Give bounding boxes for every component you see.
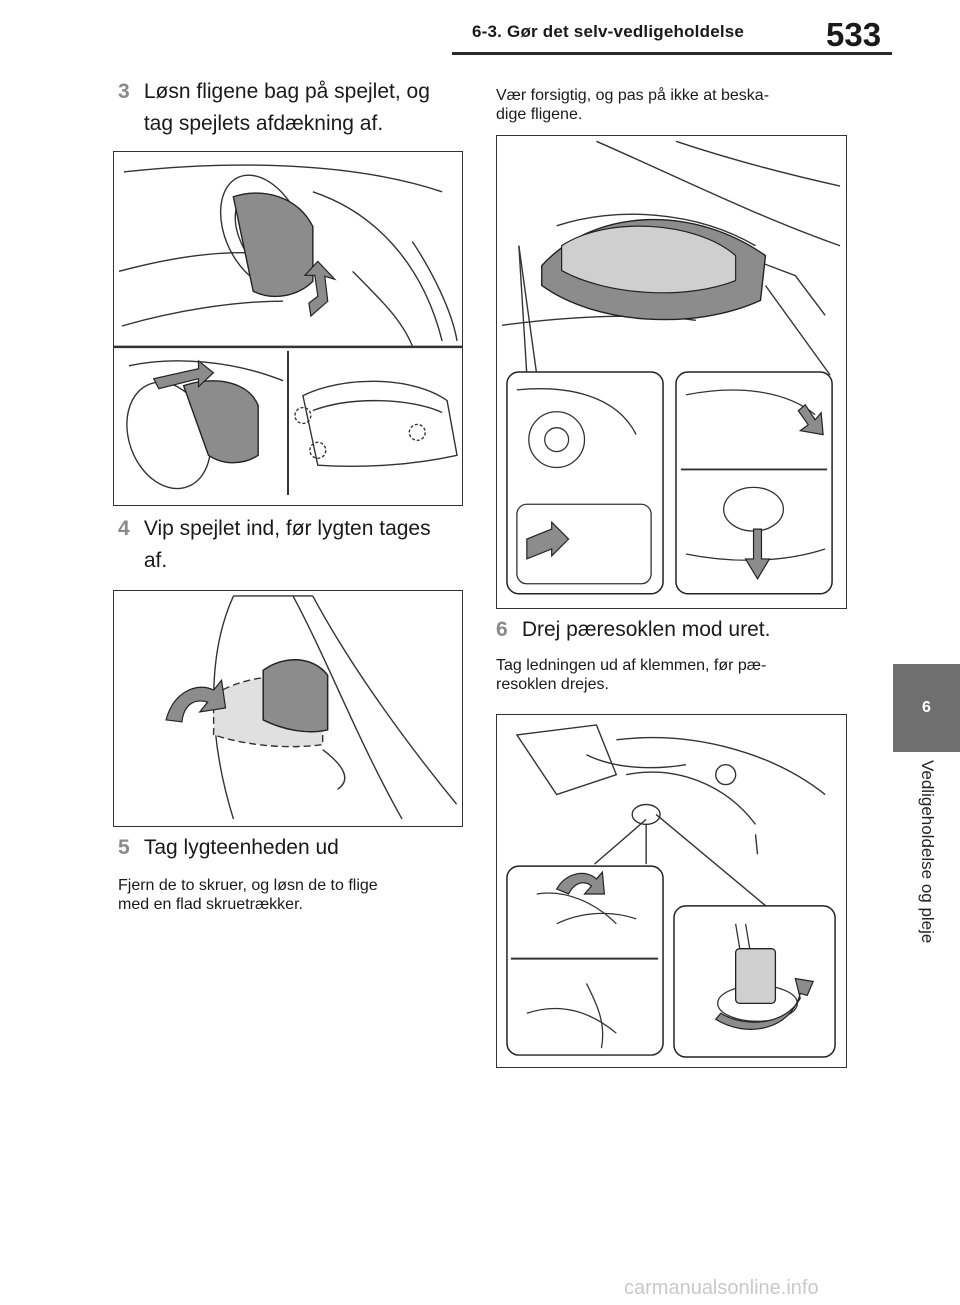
note-line: Vær forsigtig, og pas på ikke at beska- (496, 87, 770, 104)
note-line: Tag ledningen ud af klemmen, før pæ- (496, 657, 767, 674)
step-number: 6 (496, 618, 508, 641)
chapter-label-text: Vedligeholdelse og pleje (917, 760, 937, 944)
step-6: 6 Drej pæresoklen mod uret. (496, 614, 770, 646)
step-text: af. (143, 549, 168, 572)
lamp-unit-illustration (501, 140, 841, 595)
step-text: Vip spejlet ind, før lygten tages (143, 517, 431, 540)
bulb-socket-illustration (506, 724, 836, 1058)
step-text: Drej pæresoklen mod uret. (521, 618, 771, 641)
step-text: Løsn fligene bag på spejlet, og (143, 80, 430, 103)
figure-bulb-socket-rotation (496, 714, 847, 1068)
step-4: 4 Vip spejlet ind, før lygten tages af. (118, 513, 431, 577)
figure-lamp-unit-removal (496, 135, 847, 609)
watermark: carmanualsonline.info (624, 1277, 819, 1299)
chapter-tab: 6 (893, 664, 960, 752)
step-number: 3 (118, 80, 130, 103)
step-5: 5 Tag lygteenheden ud (118, 832, 339, 864)
chapter-label: Vedligeholdelse og pleje (893, 760, 960, 1000)
step-number: 4 (118, 517, 130, 540)
caution-note: Vær forsigtig, og pas på ikke at beska- … (496, 86, 769, 124)
page-number: 533 (826, 16, 882, 53)
step-6-note: Tag ledningen ud af klemmen, før pæ- res… (496, 656, 766, 694)
note-line: Fjern de to skruer, og løsn de to flige (118, 877, 378, 894)
header-divider (452, 52, 892, 55)
figure-mirror-cover-removal (113, 151, 463, 506)
step-text: Tag lygteenheden ud (143, 836, 339, 859)
chapter-number: 6 (922, 699, 931, 716)
section-title: 6-3. Gør det selv-vedligeholdelse (472, 22, 745, 41)
step-text: tag spejlets afdækning af. (143, 112, 384, 135)
figure-mirror-fold-in (113, 590, 463, 827)
step-3: 3 Løsn fligene bag på spejlet, og tag spe… (118, 76, 430, 140)
mirror-cover-illustration (114, 164, 462, 496)
step-5-note: Fjern de to skruer, og løsn de to flige … (118, 876, 378, 914)
mirror-fold-illustration (165, 595, 458, 820)
note-line: resoklen drejes. (496, 676, 609, 693)
step-number: 5 (118, 836, 130, 859)
note-line: med en flad skruetrækker. (118, 896, 303, 913)
note-line: dige fligene. (496, 106, 583, 123)
